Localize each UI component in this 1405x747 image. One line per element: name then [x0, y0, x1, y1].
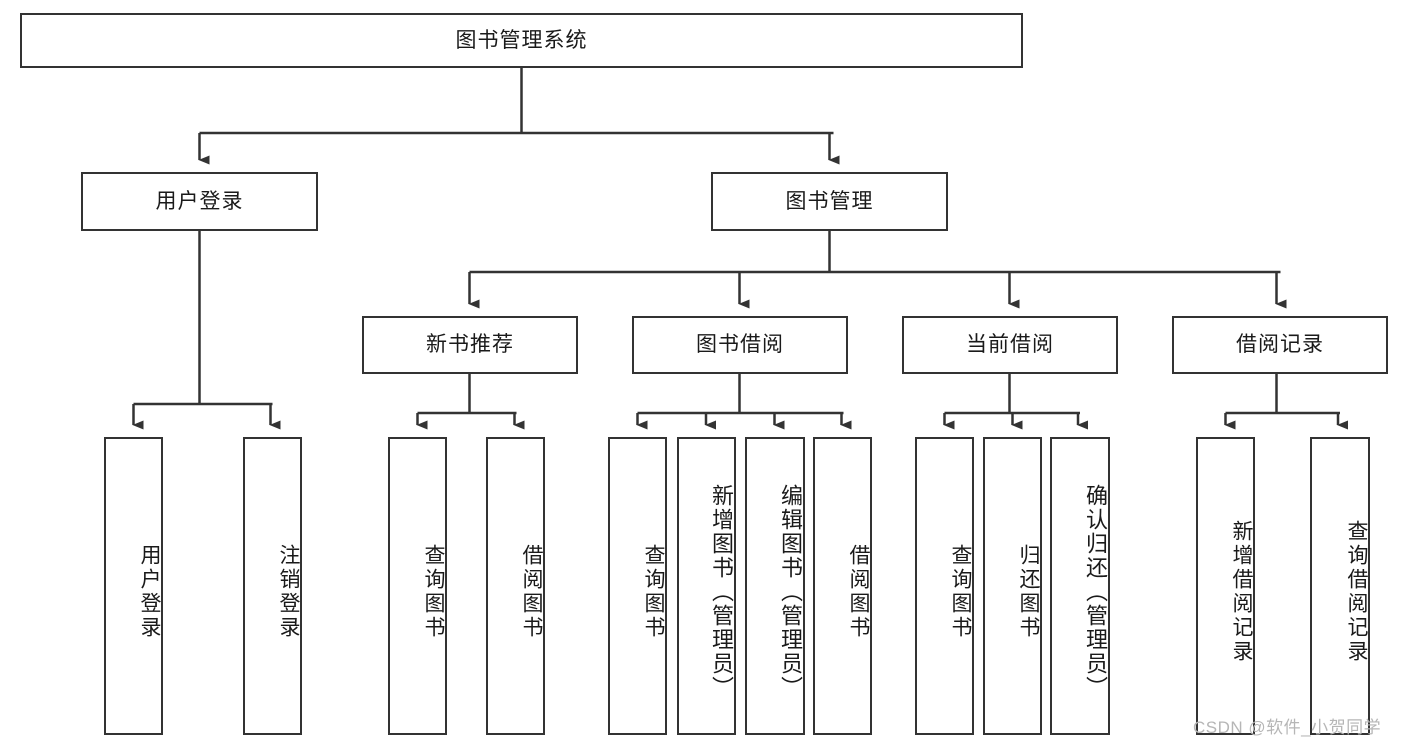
leaf-user-login[interactable]: 用户登录	[104, 437, 163, 735]
node-book-management[interactable]: 图书管理	[711, 172, 948, 231]
node-book-borrow-label: 图书借阅	[696, 333, 784, 357]
node-current-borrow-label: 当前借阅	[966, 333, 1054, 357]
leaf-label: 查询借阅记录	[1345, 520, 1368, 664]
leaf-label: 查询图书	[642, 544, 665, 640]
leaf-add-borrow-record[interactable]: 新增借阅记录	[1196, 437, 1255, 735]
leaf-label: 用户登录	[138, 544, 161, 640]
leaf-query-books-current[interactable]: 查询图书	[915, 437, 974, 735]
node-root[interactable]: 图书管理系统	[20, 13, 1023, 68]
node-borrow-record-label: 借阅记录	[1236, 333, 1324, 357]
node-user-login-label: 用户登录	[155, 189, 244, 213]
leaf-label: 查询图书	[949, 544, 972, 640]
node-new-book-recommend-label: 新书推荐	[426, 333, 514, 357]
leaf-label: 新增借阅记录	[1230, 520, 1253, 664]
leaf-label: 借阅图书	[847, 544, 870, 640]
node-new-book-recommend[interactable]: 新书推荐	[362, 316, 578, 374]
node-user-login[interactable]: 用户登录	[81, 172, 318, 231]
leaf-label: 归还图书	[1017, 544, 1040, 640]
leaf-query-books-borrow[interactable]: 查询图书	[608, 437, 667, 735]
node-root-label: 图书管理系统	[455, 28, 588, 52]
leaf-label: 新增图书（管理员）	[709, 484, 734, 700]
leaf-return-books[interactable]: 归还图书	[983, 437, 1042, 735]
leaf-label: 借阅图书	[520, 544, 543, 640]
leaf-query-borrow-record[interactable]: 查询借阅记录	[1310, 437, 1370, 735]
leaf-borrow-books[interactable]: 借阅图书	[813, 437, 872, 735]
leaf-label: 查询图书	[422, 544, 445, 640]
leaf-label: 注销登录	[277, 544, 300, 640]
leaf-confirm-return-admin[interactable]: 确认归还（管理员）	[1050, 437, 1110, 735]
leaf-borrow-books-recommend[interactable]: 借阅图书	[486, 437, 545, 735]
leaf-edit-book-admin[interactable]: 编辑图书（管理员）	[745, 437, 805, 735]
leaf-label: 编辑图书（管理员）	[778, 484, 803, 700]
node-borrow-record[interactable]: 借阅记录	[1172, 316, 1388, 374]
node-current-borrow[interactable]: 当前借阅	[902, 316, 1118, 374]
node-book-management-label: 图书管理	[785, 189, 874, 213]
leaf-label: 确认归还（管理员）	[1083, 484, 1108, 700]
leaf-logout[interactable]: 注销登录	[243, 437, 302, 735]
leaf-add-book-admin[interactable]: 新增图书（管理员）	[677, 437, 736, 735]
node-book-borrow[interactable]: 图书借阅	[632, 316, 848, 374]
leaf-query-books-recommend[interactable]: 查询图书	[388, 437, 447, 735]
csdn-watermark: CSDN @软件_小贺同学	[1193, 718, 1382, 737]
